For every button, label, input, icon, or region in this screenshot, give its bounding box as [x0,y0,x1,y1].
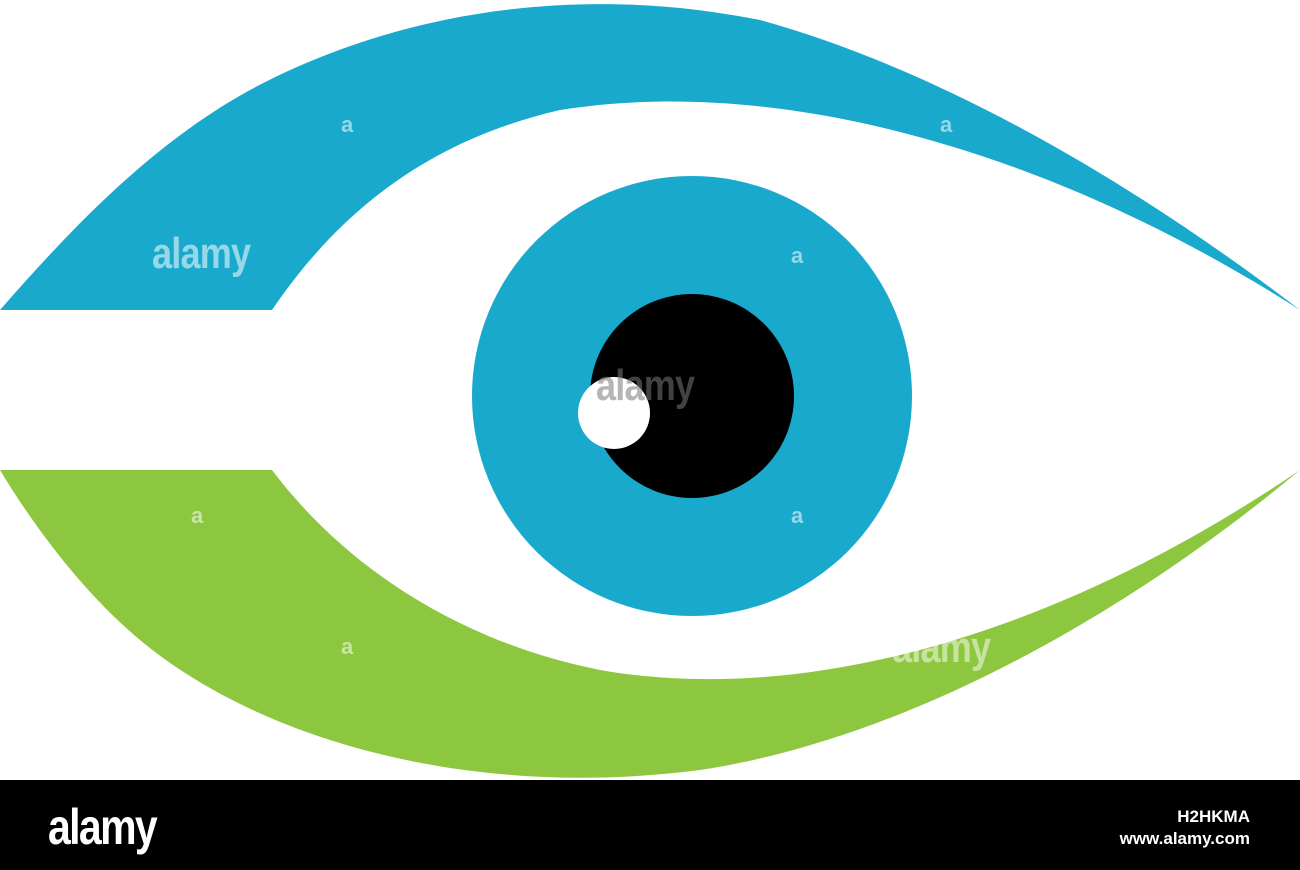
watermark-letter: a [940,112,952,137]
watermark-letter: a [191,503,203,528]
pupil-shape [590,294,794,498]
watermark-letter: a [791,503,803,528]
site-url: www.alamy.com [1119,829,1250,848]
watermark-letter: a [341,634,353,659]
watermark-letter: a [791,243,803,268]
watermark-text: alamy [596,361,695,410]
upper-eyelid-shape [0,4,1300,310]
watermark-text: alamy [892,623,991,672]
eye-logo [0,4,1300,778]
footer-brand-logo: alamy [48,799,158,855]
eye-highlight-shape [578,377,650,449]
watermark-text: alamy [152,229,251,278]
watermark-letter: a [341,112,353,137]
image-id: H2HKMA [1177,807,1250,826]
lower-eyelid-shape [0,470,1300,778]
footer-bar: alamy H2HKMA www.alamy.com [0,780,1300,870]
footer-meta: H2HKMA www.alamy.com [1120,806,1250,850]
